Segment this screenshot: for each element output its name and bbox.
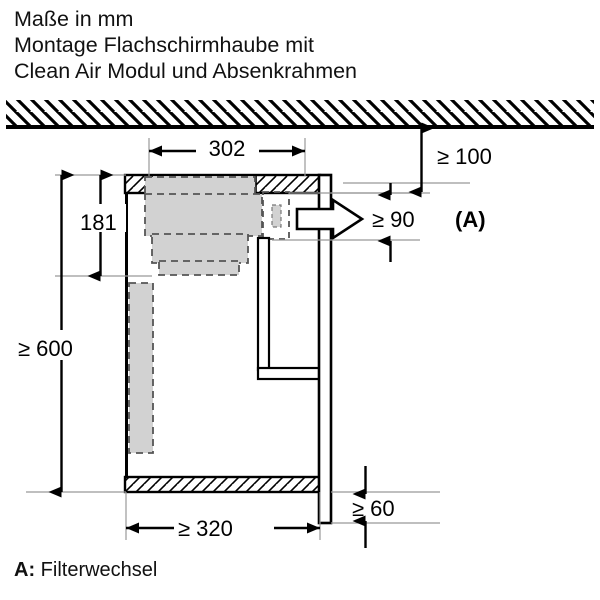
clean-air-module — [262, 191, 290, 240]
dimension-label-clearance-front: ≥ 90 — [372, 207, 415, 232]
dimension-height-600: ≥ 600 — [14, 169, 110, 498]
appliance-hood-body — [144, 176, 263, 276]
dimension-height-181: 181 — [74, 169, 126, 282]
dimension-label-600: ≥ 600 — [18, 336, 73, 361]
filter-strip — [128, 282, 154, 454]
page-title: Maße in mm Montage Flachschirmhaube mit … — [14, 7, 358, 83]
dimension-depth-320: ≥ 320 — [126, 510, 320, 541]
ceiling-hatch-icon — [6, 100, 594, 129]
dimension-label-320: ≥ 320 — [178, 516, 233, 541]
callout-a-label: (A) — [455, 207, 486, 232]
dimension-clearance-bottom: ≥ 60 — [352, 466, 395, 548]
dimension-clearance-front: ≥ 90 (A) — [372, 183, 486, 262]
legend-key: A: — [14, 559, 36, 581]
front-door-panel — [317, 173, 333, 525]
dimension-width-302: 302 302 — [149, 134, 305, 163]
dimension-clearance-top: ≥ 100 — [408, 122, 492, 198]
dimension-label-181: 181 — [80, 210, 117, 235]
dimension-label-60: ≥ 60 — [352, 496, 395, 521]
legend-text: Filterwechsel — [40, 559, 158, 581]
legend-filter-change: A: Filterwechsel — [14, 558, 157, 582]
filter-change-arrow-icon — [295, 197, 365, 241]
dimension-text-302: 302 — [209, 136, 246, 161]
top-panel-hatch-right — [256, 176, 319, 192]
lowering-frame-bracket — [256, 236, 322, 381]
dimension-label-clearance-top: ≥ 100 — [437, 144, 492, 169]
